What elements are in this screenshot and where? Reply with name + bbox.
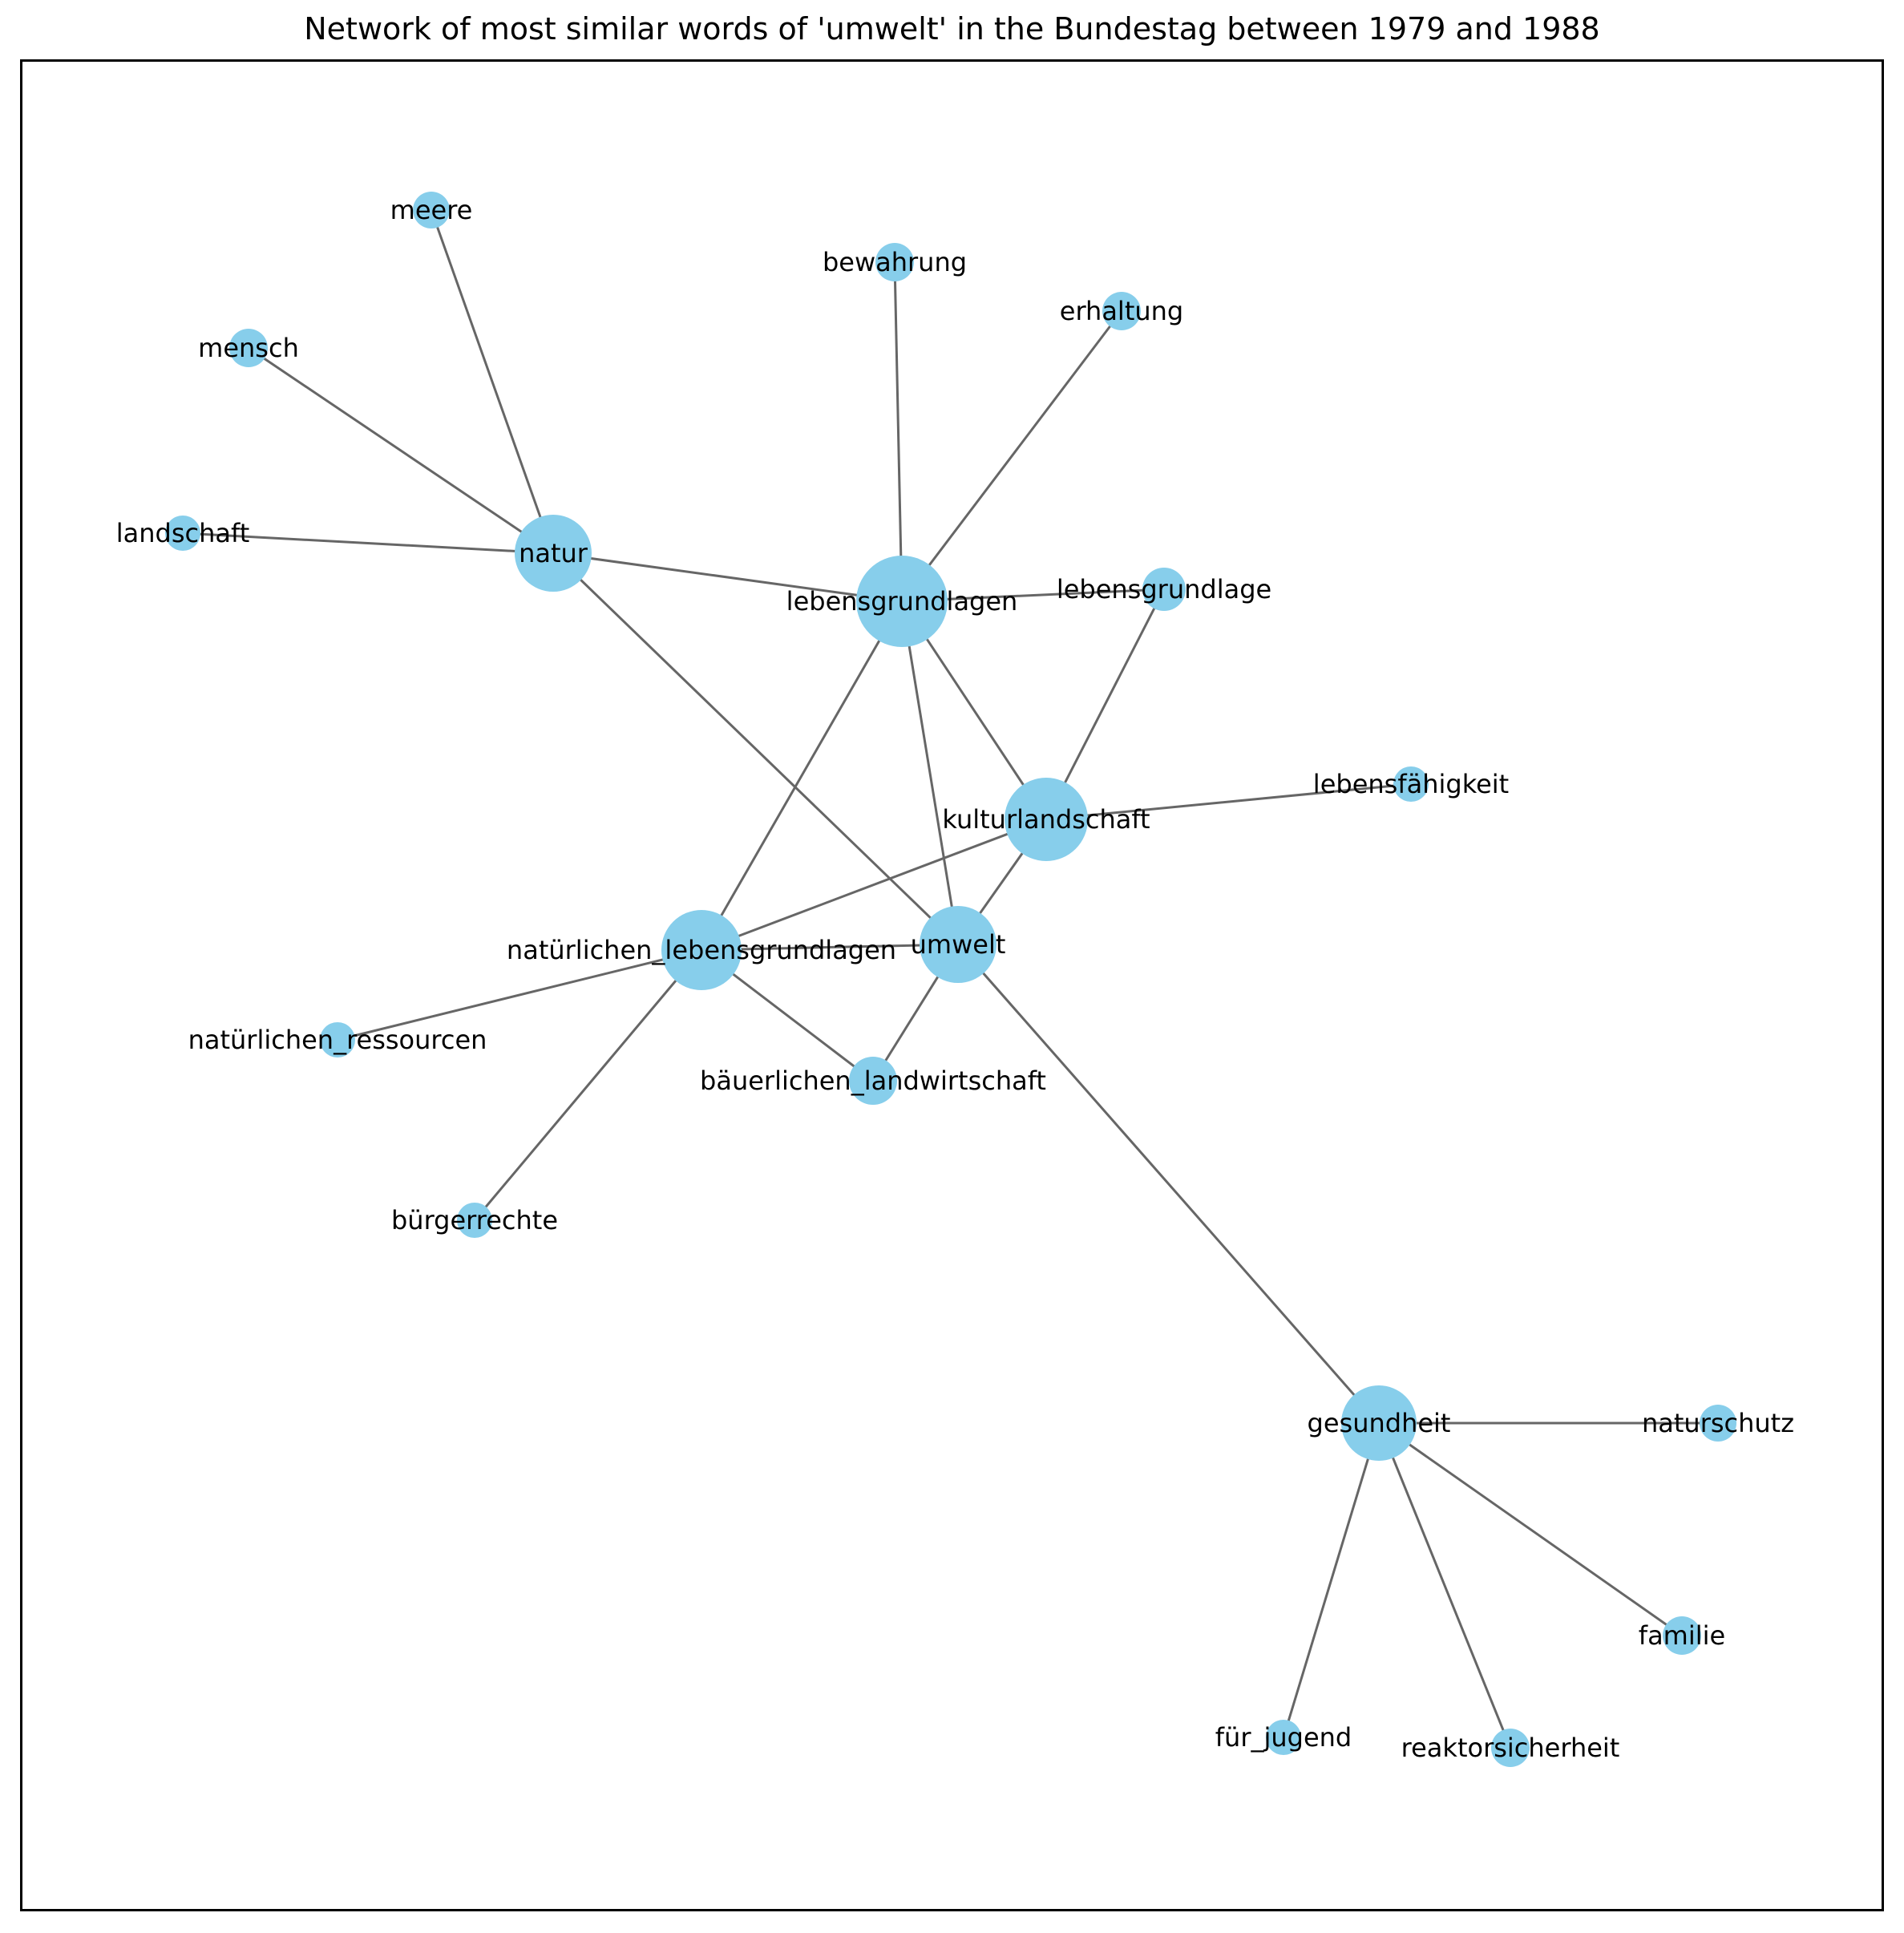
graph-node[interactable] — [1491, 1729, 1530, 1767]
graph-node[interactable] — [413, 192, 450, 228]
graph-node[interactable] — [1005, 778, 1088, 861]
graph-edge — [248, 346, 554, 555]
graph-node[interactable] — [1663, 1616, 1701, 1655]
graph-node[interactable] — [1142, 568, 1186, 611]
graph-node[interactable] — [1341, 1385, 1417, 1461]
graph-edge — [473, 949, 703, 1221]
graph-node[interactable] — [1700, 1405, 1736, 1442]
node-layer — [165, 192, 1736, 1767]
graph-node[interactable] — [1266, 1720, 1301, 1755]
graph-node[interactable] — [849, 1057, 897, 1105]
graph-edge — [552, 552, 903, 603]
graph-node[interactable] — [1393, 766, 1429, 802]
page-title: Network of most similar words of 'umwelt… — [304, 11, 1600, 47]
graph-edge — [182, 532, 554, 555]
graph-edge — [337, 948, 702, 1041]
graph-edge — [1045, 783, 1412, 821]
graph-edge — [1377, 1422, 1512, 1749]
graph-node[interactable] — [515, 515, 592, 592]
graph-edge — [893, 261, 903, 602]
graph-edge — [700, 601, 903, 951]
graph-edge — [701, 943, 959, 952]
graph-node[interactable] — [229, 329, 268, 367]
graph-node[interactable] — [661, 910, 742, 990]
graph-edge — [701, 818, 1047, 952]
graph-edge — [430, 209, 555, 554]
graph-edge — [956, 944, 1381, 1424]
graph-node[interactable] — [1102, 292, 1141, 330]
graph-edge — [1378, 1421, 1683, 1637]
graph-node[interactable] — [856, 556, 948, 647]
plot-frame — [20, 59, 1884, 1911]
graph-node[interactable] — [457, 1203, 492, 1238]
graph-node[interactable] — [920, 906, 996, 983]
graph-edge — [900, 310, 1123, 602]
graph-edge — [1045, 588, 1166, 820]
graph-edge — [1282, 1422, 1381, 1738]
graph-node[interactable] — [320, 1022, 355, 1057]
graph-edge — [900, 601, 960, 945]
graph-node[interactable] — [875, 243, 914, 281]
graph-node[interactable] — [165, 516, 200, 551]
